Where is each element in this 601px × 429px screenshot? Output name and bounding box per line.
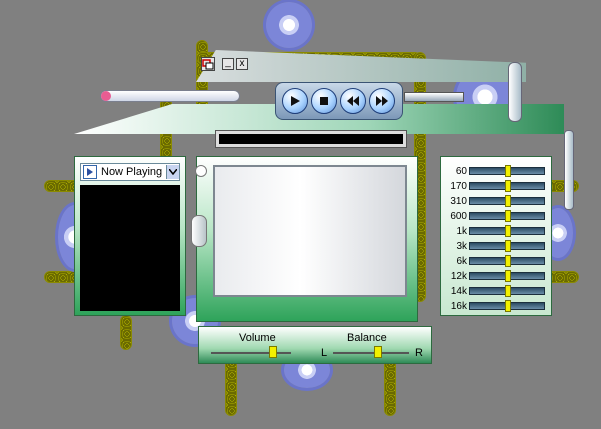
play-icon xyxy=(291,96,300,106)
fast-forward-icon xyxy=(376,96,388,106)
transport-panel xyxy=(275,82,403,120)
frame-rod xyxy=(225,356,237,416)
seek-knob[interactable] xyxy=(101,91,111,101)
volume-label: Volume xyxy=(239,332,276,344)
gear-decoration xyxy=(266,2,312,48)
eq-band[interactable]: 60 xyxy=(443,164,547,178)
video-screen xyxy=(213,165,407,297)
eq-band-label: 1k xyxy=(456,225,467,237)
restore-icon[interactable] xyxy=(201,57,215,71)
eq-band-knob[interactable] xyxy=(505,240,511,252)
balance-knob[interactable] xyxy=(373,346,382,358)
side-handle[interactable] xyxy=(191,215,207,247)
eq-band[interactable]: 3k xyxy=(443,239,547,253)
balance-left-label: L xyxy=(321,347,328,359)
eq-band-knob[interactable] xyxy=(505,180,511,192)
playlist-select[interactable]: Now Playing xyxy=(80,163,180,181)
eq-band[interactable]: 6k xyxy=(443,254,547,268)
eq-band[interactable]: 310 xyxy=(443,194,547,208)
volume-knob[interactable] xyxy=(268,346,277,358)
eq-band-track[interactable] xyxy=(469,210,545,222)
eq-band-track[interactable] xyxy=(469,240,545,252)
eq-band[interactable]: 1k xyxy=(443,224,547,238)
eq-band-label: 170 xyxy=(450,180,467,192)
eq-band-track[interactable] xyxy=(469,255,545,267)
playlist-icon xyxy=(83,165,97,179)
playlist-selected: Now Playing xyxy=(101,166,163,178)
minimize-icon[interactable]: _ xyxy=(222,58,234,70)
playlist-list[interactable] xyxy=(80,185,180,311)
eq-band-knob[interactable] xyxy=(505,210,511,222)
playlist-panel: Now Playing xyxy=(74,156,186,316)
rewind-icon xyxy=(347,96,359,106)
eq-band-knob[interactable] xyxy=(505,270,511,282)
eq-band-knob[interactable] xyxy=(505,225,511,237)
bottom-controls: Volume Balance L R xyxy=(198,326,432,364)
eq-band[interactable]: 14k xyxy=(443,284,547,298)
eq-band-knob[interactable] xyxy=(505,255,511,267)
status-screen xyxy=(219,134,403,144)
play-button[interactable] xyxy=(282,88,308,114)
balance-label: Balance xyxy=(347,332,387,344)
balance-right-label: R xyxy=(415,347,423,359)
eq-band[interactable]: 600 xyxy=(443,209,547,223)
pipe-decoration xyxy=(508,62,522,122)
eq-band-track[interactable] xyxy=(469,300,545,312)
volume-track[interactable] xyxy=(211,352,291,354)
eq-band-track[interactable] xyxy=(469,195,545,207)
eq-band-label: 14k xyxy=(450,285,467,297)
eq-band-label: 310 xyxy=(450,195,467,207)
stop-button[interactable] xyxy=(311,88,337,114)
eq-band-track[interactable] xyxy=(469,225,545,237)
status-display xyxy=(215,130,407,148)
stop-icon xyxy=(320,97,328,105)
eq-band[interactable]: 12k xyxy=(443,269,547,283)
equalizer-panel: 60 170 310 600 1k 3k 6k 12k 14k 16k xyxy=(440,156,552,316)
rewind-button[interactable] xyxy=(340,88,366,114)
frame-rod xyxy=(120,315,132,350)
fast-forward-button[interactable] xyxy=(369,88,395,114)
eq-band-label: 60 xyxy=(455,165,467,177)
pipe-decoration xyxy=(404,92,464,102)
video-panel xyxy=(191,156,418,322)
close-icon[interactable]: x xyxy=(236,58,248,70)
eq-band[interactable]: 170 xyxy=(443,179,547,193)
pipe-decoration xyxy=(564,130,574,210)
eq-band-label: 16k xyxy=(450,300,467,312)
eq-band-knob[interactable] xyxy=(505,285,511,297)
eq-band-label: 12k xyxy=(450,270,467,282)
eq-band-label: 600 xyxy=(450,210,467,222)
eq-band[interactable]: 16k xyxy=(443,299,547,313)
eq-band-knob[interactable] xyxy=(505,165,511,177)
seek-bar[interactable] xyxy=(100,90,240,102)
frame-rod xyxy=(384,356,396,416)
eq-band-track[interactable] xyxy=(469,165,545,177)
eq-band-track[interactable] xyxy=(469,285,545,297)
eq-band-label: 3k xyxy=(456,240,467,252)
eq-band-knob[interactable] xyxy=(505,195,511,207)
eq-band-knob[interactable] xyxy=(505,300,511,312)
eq-band-track[interactable] xyxy=(469,180,545,192)
eq-band-track[interactable] xyxy=(469,270,545,282)
corner-knob xyxy=(195,165,207,177)
eq-band-label: 6k xyxy=(456,255,467,267)
chevron-down-icon[interactable] xyxy=(166,165,179,179)
balance-track[interactable] xyxy=(333,352,409,354)
equalizer-bands: 60 170 310 600 1k 3k 6k 12k 14k 16k xyxy=(443,164,549,314)
